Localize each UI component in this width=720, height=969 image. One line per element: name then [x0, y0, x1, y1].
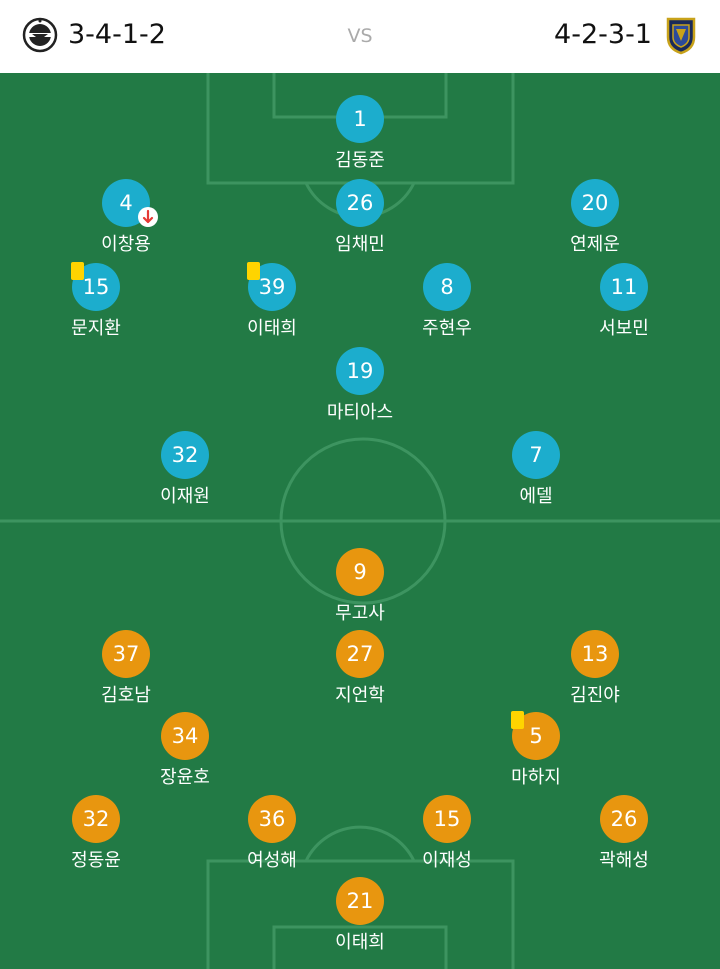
player-name: 이창용: [101, 234, 151, 255]
player-name: 연제운: [570, 234, 620, 255]
player-name: 임채민: [335, 234, 385, 255]
player-name: 이태희: [247, 318, 297, 339]
player-number-badge: 9: [336, 548, 384, 596]
player-name: 정동윤: [71, 850, 121, 871]
away-player[interactable]: 8 주현우: [387, 263, 507, 353]
pitch-markings: [0, 73, 720, 969]
player-name: 주현우: [422, 318, 472, 339]
player-name: 지언학: [335, 685, 385, 706]
vs-label: VS: [347, 25, 373, 47]
player-number-badge: 19: [336, 347, 384, 395]
player-name: 곽해성: [599, 850, 649, 871]
player-name: 문지환: [71, 318, 121, 339]
lineup-header: 3-4-1-2 VS 4-2-3-1: [0, 0, 720, 73]
home-player[interactable]: 37 김호남: [66, 630, 186, 720]
home-player[interactable]: 13 김진야: [535, 630, 655, 720]
yellow-card-icon: [511, 711, 524, 729]
player-number-badge: 8: [423, 263, 471, 311]
player-name: 이재원: [160, 486, 210, 507]
player-number-badge: 34: [161, 712, 209, 760]
player-number-badge: 15: [423, 795, 471, 843]
home-player[interactable]: 15 이재성: [387, 795, 507, 885]
player-name: 이재성: [422, 850, 472, 871]
away-player[interactable]: 11 서보민: [564, 263, 684, 353]
away-club-crest-icon: [664, 15, 698, 55]
player-name: 장윤호: [160, 767, 210, 788]
home-player[interactable]: 5 마하지: [476, 711, 596, 802]
home-player[interactable]: 21 이태희: [300, 877, 420, 967]
away-player[interactable]: 4 이창용: [66, 179, 186, 269]
away-player[interactable]: 20 연제운: [535, 179, 655, 269]
player-number-badge: 32: [161, 431, 209, 479]
player-number-badge: 27: [336, 630, 384, 678]
player-number-badge: 36: [248, 795, 296, 843]
away-player[interactable]: 39 이태희: [212, 262, 332, 353]
player-number-badge: 32: [72, 795, 120, 843]
player-number-badge: 1: [336, 95, 384, 143]
home-player[interactable]: 26 곽해성: [564, 795, 684, 885]
home-player[interactable]: 34 장윤호: [125, 712, 245, 802]
player-number-badge: 13: [571, 630, 619, 678]
player-name: 김동준: [335, 150, 385, 171]
home-player[interactable]: 9 무고사: [300, 548, 420, 638]
player-name: 여성해: [247, 850, 297, 871]
player-name: 무고사: [335, 603, 385, 624]
home-formation: 3-4-1-2: [68, 19, 166, 50]
home-player[interactable]: 36 여성해: [212, 795, 332, 885]
pitch: 1 김동준 4 이창용 26 임채민 20 연제운 15 문지환 39 이태희 …: [0, 73, 720, 969]
away-player[interactable]: 26 임채민: [300, 179, 420, 269]
substitution-out-icon: [138, 207, 158, 227]
home-club-crest-icon: [22, 17, 58, 53]
away-player[interactable]: 1 김동준: [300, 95, 420, 185]
player-number-badge: 37: [102, 630, 150, 678]
player-name: 김진야: [570, 685, 620, 706]
player-number-badge: 11: [600, 263, 648, 311]
player-name: 마하지: [511, 767, 561, 788]
player-number-badge: 20: [571, 179, 619, 227]
home-player[interactable]: 27 지언학: [300, 630, 420, 720]
away-player[interactable]: 15 문지환: [36, 262, 156, 353]
yellow-card-icon: [71, 262, 84, 280]
player-name: 김호남: [101, 685, 151, 706]
away-player[interactable]: 32 이재원: [125, 431, 245, 521]
player-name: 마티아스: [326, 402, 394, 423]
player-name: 서보민: [599, 318, 649, 339]
player-name: 이태희: [335, 932, 385, 953]
away-formation: 4-2-3-1: [554, 19, 652, 50]
player-number-badge: 21: [336, 877, 384, 925]
player-number-badge: 7: [512, 431, 560, 479]
player-name: 에델: [519, 486, 553, 507]
player-number-badge: 26: [600, 795, 648, 843]
yellow-card-icon: [247, 262, 260, 280]
away-player[interactable]: 19 마티아스: [300, 347, 420, 437]
player-number-badge: 26: [336, 179, 384, 227]
away-player[interactable]: 7 에델: [476, 431, 596, 521]
home-player[interactable]: 32 정동윤: [36, 795, 156, 885]
